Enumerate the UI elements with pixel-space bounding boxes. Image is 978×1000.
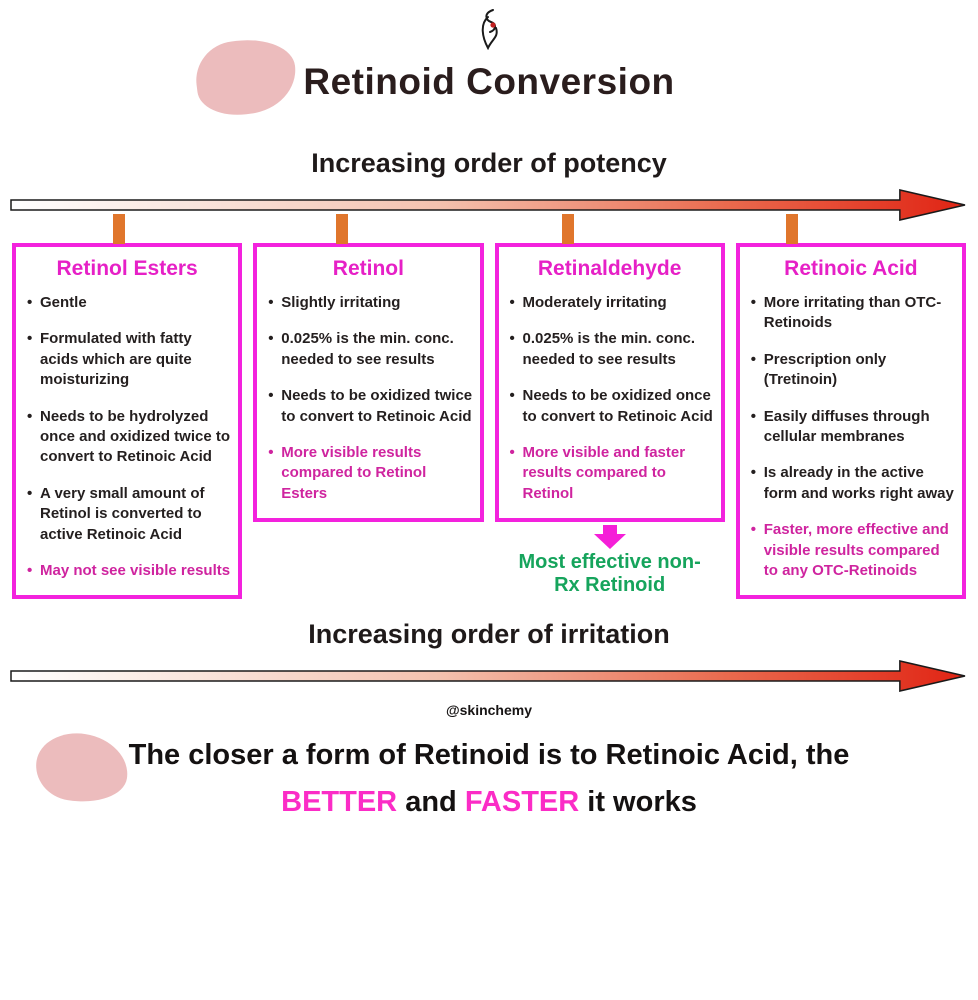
page-title: Retinoid Conversion <box>303 61 675 102</box>
bullet-list: Gentle Formulated with fatty acids which… <box>22 293 232 582</box>
title-section: Retinoid Conversion <box>0 34 978 120</box>
bullet-list: Moderately irritating 0.025% is the min.… <box>505 293 715 504</box>
bullet-item: A very small amount of Retinol is conver… <box>25 484 231 545</box>
bullet-item: Slightly irritating <box>266 293 472 314</box>
footer-word-better: BETTER <box>281 786 398 819</box>
irritation-arrow <box>0 650 978 694</box>
boxes-row: Retinol Esters Gentle Formulated with fa… <box>0 243 978 600</box>
woman-silhouette-icon <box>481 9 498 50</box>
footer-word-rest: it works <box>587 786 697 819</box>
irritation-label: Increasing order of irritation <box>308 619 670 650</box>
most-effective-label: Most effective non-Rx Retinoid <box>518 551 701 597</box>
bullet-item-highlight: Faster, more effective and visible resul… <box>749 520 955 581</box>
footer-word-faster: FASTER <box>464 786 580 819</box>
bullet-item: Easily diffuses through cellular membran… <box>749 407 955 448</box>
bullet-item: Prescription only (Tretinoin) <box>749 350 955 391</box>
connector-tick <box>562 214 574 244</box>
footer-word-and: and <box>405 786 457 819</box>
retinoid-box-retinaldehyde: Retinaldehyde Moderately irritating 0.02… <box>494 243 725 523</box>
bullet-item: Needs to be hydrolyzed once and oxidized… <box>25 407 231 468</box>
bullet-item: Formulated with fatty acids which are qu… <box>25 329 231 390</box>
bullet-item: Needs to be oxidized once to convert to … <box>508 386 714 427</box>
bullet-list: Slightly irritating 0.025% is the min. c… <box>263 293 473 504</box>
bullet-item: Needs to be oxidized twice to convert to… <box>266 386 472 427</box>
bullet-item-highlight: May not see visible results <box>25 561 231 582</box>
connector-ticks <box>0 214 978 244</box>
bullet-item-highlight: More visible results compared to Retinol… <box>266 443 472 504</box>
box-title: Retinoic Acid <box>784 257 918 280</box>
box-title: Retinol Esters <box>56 257 198 280</box>
bullet-item: 0.025% is the min. conc. needed to see r… <box>266 329 472 370</box>
column-retinaldehyde: Retinaldehyde Moderately irritating 0.02… <box>494 243 725 597</box>
right-arrow-icon <box>10 189 966 221</box>
column-retinol: Retinol Slightly irritating 0.025% is th… <box>253 243 484 523</box>
bullet-item: More irritating than OTC-Retinoids <box>749 293 955 334</box>
bullet-item: Gentle <box>25 293 231 314</box>
potency-label: Increasing order of potency <box>311 148 667 178</box>
bullet-list: More irritating than OTC-Retinoids Presc… <box>746 293 956 581</box>
bullet-item: 0.025% is the min. conc. needed to see r… <box>508 329 714 370</box>
retinoid-box-retinoic-acid: Retinoic Acid More irritating than OTC-R… <box>735 243 966 600</box>
most-effective-callout: Most effective non-Rx Retinoid <box>495 525 725 597</box>
connector-tick <box>113 214 125 244</box>
retinoid-box-retinol-esters: Retinol Esters Gentle Formulated with fa… <box>12 243 243 600</box>
credit-handle: @skinchemy <box>445 702 533 719</box>
footer-line-2: BETTER and FASTER it works <box>0 779 978 826</box>
box-title: Retinol <box>332 257 404 280</box>
potency-arrow <box>0 179 978 223</box>
footer-statement: The closer a form of Retinoid is to Reti… <box>0 727 978 826</box>
connector-tick <box>336 214 348 244</box>
column-retinol-esters: Retinol Esters Gentle Formulated with fa… <box>12 243 243 600</box>
bullet-item: Moderately irritating <box>508 293 714 314</box>
retinoid-box-retinol: Retinol Slightly irritating 0.025% is th… <box>253 243 484 523</box>
bullet-item: Is already in the active form and works … <box>749 463 955 504</box>
right-arrow-icon <box>10 660 966 693</box>
footer-line-1: The closer a form of Retinoid is to Reti… <box>128 739 850 772</box>
column-retinoic-acid: Retinoic Acid More irritating than OTC-R… <box>735 243 966 600</box>
logo-row <box>0 0 978 50</box>
bullet-item-highlight: More visible and faster results compared… <box>508 443 714 504</box>
connector-tick <box>786 214 798 244</box>
down-arrow-icon <box>593 525 626 550</box>
box-title: Retinaldehyde <box>537 257 682 280</box>
